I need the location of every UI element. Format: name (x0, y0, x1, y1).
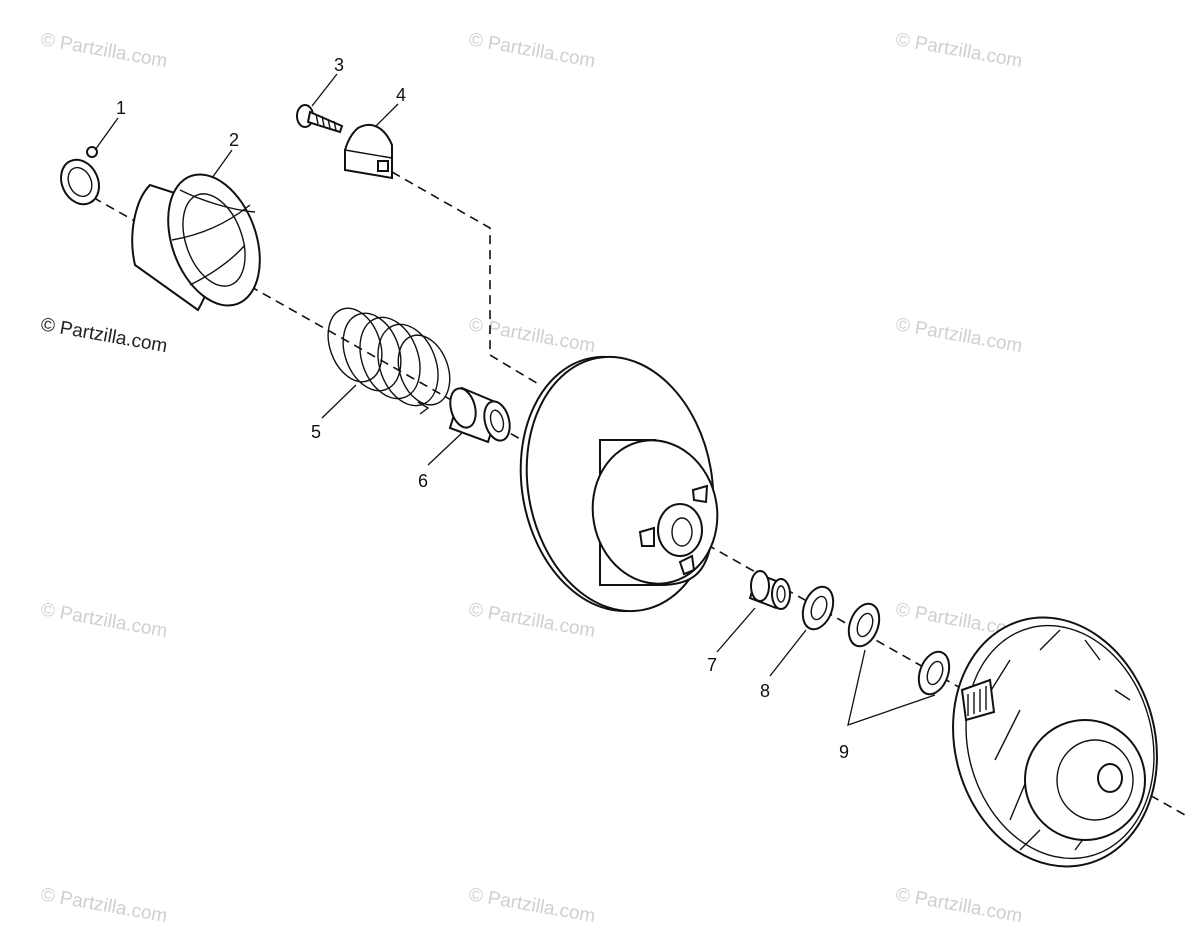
callout-4: 4 (396, 85, 406, 105)
leader-line-7 (716, 607, 756, 653)
leader-line-3 (311, 73, 338, 107)
callout-1: 1 (116, 98, 126, 118)
watermark: © Partzilla.com (467, 884, 597, 927)
callout-2: 2 (229, 130, 239, 150)
callout-6: 6 (418, 471, 428, 491)
leader-line-1 (94, 117, 119, 151)
bushing-small (748, 570, 791, 610)
movable-sheave (952, 616, 1158, 868)
watermark: © Partzilla.com (894, 29, 1024, 72)
washers (847, 602, 951, 696)
screw (296, 104, 344, 134)
stationary-sheave (519, 355, 719, 613)
leader-line-4 (375, 103, 399, 127)
watermark: © Partzilla.com (467, 314, 597, 357)
leader-line-8 (769, 629, 807, 677)
ramp-button (344, 123, 393, 180)
bushing (448, 386, 511, 444)
watermark: © Partzilla.com (894, 884, 1024, 927)
callout-7: 7 (707, 655, 717, 675)
retaining-ring (60, 146, 100, 206)
callout-9: 9 (839, 742, 849, 762)
axis-line-ramp (391, 171, 541, 386)
watermark: © Partzilla.com (467, 29, 597, 72)
leader-line-9 (847, 649, 936, 726)
watermark-emphasized: © Partzilla.com (39, 314, 169, 357)
watermark: © Partzilla.com (39, 29, 169, 72)
callout-8: 8 (760, 681, 770, 701)
leader-line-6 (427, 431, 464, 466)
washer (801, 585, 835, 631)
callout-3: 3 (334, 55, 344, 75)
leader-line-5 (321, 384, 357, 419)
watermark: © Partzilla.com (467, 599, 597, 642)
callout-5: 5 (311, 422, 321, 442)
watermark: © Partzilla.com (39, 884, 169, 927)
watermark: © Partzilla.com (39, 599, 169, 642)
helix (131, 173, 261, 312)
leader-line-2 (211, 149, 233, 179)
watermark: © Partzilla.com (894, 314, 1024, 357)
leader-lines (94, 73, 936, 726)
spring (327, 307, 451, 415)
callouts: 1 2 3 4 5 6 7 8 9 (116, 55, 849, 762)
